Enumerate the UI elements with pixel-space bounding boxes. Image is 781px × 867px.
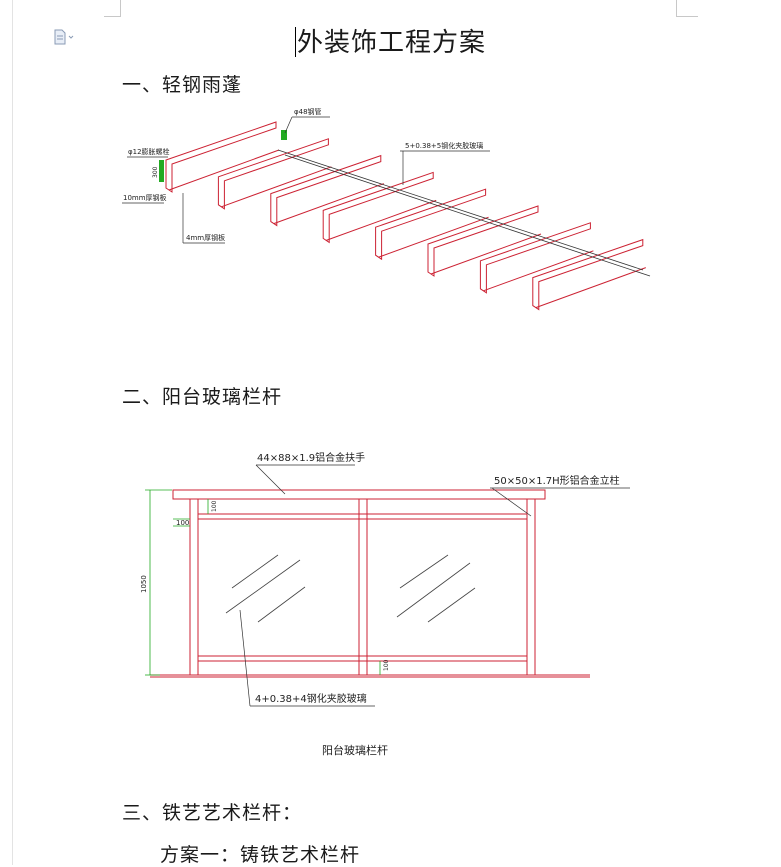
leader-line	[491, 487, 532, 517]
document-icon[interactable]	[54, 29, 76, 45]
section-heading-iron-railing: 三、铁艺艺术栏杆：	[122, 802, 303, 824]
label-height-1050: 1050	[140, 575, 148, 593]
crop-mark	[676, 0, 677, 16]
label-steel-pipe: φ48钢管	[294, 107, 322, 116]
canopy-beam	[217, 138, 329, 210]
leader-line	[239, 609, 251, 707]
post-middle	[358, 498, 368, 676]
canopy-beams	[165, 121, 646, 311]
section-heading-glass-railing: 二、阳台玻璃栏杆	[122, 386, 283, 408]
canopy-beam-flange	[168, 149, 280, 191]
canopy-beam	[479, 222, 591, 294]
text-cursor	[294, 27, 296, 57]
pipe-marker	[281, 130, 287, 140]
canopy-beam-flange	[483, 250, 594, 292]
label-steel-plate: 10mm厚钢板	[123, 193, 167, 202]
leader-line	[284, 116, 293, 134]
canopy-beam-flange	[273, 183, 384, 225]
canopy-beam-flange	[535, 267, 646, 309]
canopy-beam	[427, 205, 539, 277]
section-heading-canopy: 一、轻钢雨蓬	[122, 74, 243, 96]
leader-line	[255, 464, 286, 495]
post-left	[189, 498, 199, 676]
label-expansion-bolt: φ12膨胀螺栓	[128, 147, 170, 156]
canopy-beam-flange	[221, 166, 332, 208]
glass-hatch-left	[225, 554, 306, 623]
label-dim-bottom: 100	[383, 659, 390, 671]
canopy-beam	[532, 238, 644, 311]
canopy-beam-flange	[378, 216, 489, 258]
bottom-rail	[197, 655, 528, 662]
plate-marker	[159, 160, 164, 182]
document-title[interactable]: 外装饰工程方案	[0, 22, 781, 59]
crop-mark	[676, 16, 698, 17]
label-post: 50×50×1.7H形铝合金立柱	[494, 474, 620, 487]
document-icon-svg	[54, 29, 74, 45]
canopy-beam-flange	[326, 199, 437, 241]
label-dim-top: 100	[211, 500, 218, 512]
document-title-text: 外装饰工程方案	[296, 28, 486, 58]
canopy-beam	[375, 188, 487, 261]
canopy-beam-flange	[430, 233, 542, 275]
crop-mark	[104, 16, 121, 17]
canopy-glass-edge-line	[277, 149, 644, 271]
page-left-edge	[12, 0, 13, 865]
glass-hatch-right	[396, 554, 476, 623]
top-rail	[197, 513, 528, 520]
label-laminated-glass: 5+0.38+5钢化夹胶玻璃	[405, 141, 483, 150]
canopy-beam	[270, 154, 382, 227]
handrail	[172, 489, 546, 500]
label-dim-300: 300	[152, 166, 159, 178]
canopy-beam	[165, 121, 277, 193]
subheading-cast-iron: 方案一：铸铁艺术栏杆	[160, 844, 361, 866]
canopy-beam	[322, 171, 434, 244]
railing-caption: 阳台玻璃栏杆	[322, 744, 388, 757]
label-beam-plate: 4mm厚钢板	[186, 233, 225, 242]
canopy-steel-pipe-line	[284, 154, 651, 277]
label-railing-glass: 4+0.38+4钢化夹胶玻璃	[255, 692, 367, 705]
label-dim-left: 100	[176, 519, 189, 527]
crop-mark	[120, 0, 121, 16]
label-handrail: 44×88×1.9铝合金扶手	[257, 451, 365, 464]
post-right	[526, 498, 536, 676]
